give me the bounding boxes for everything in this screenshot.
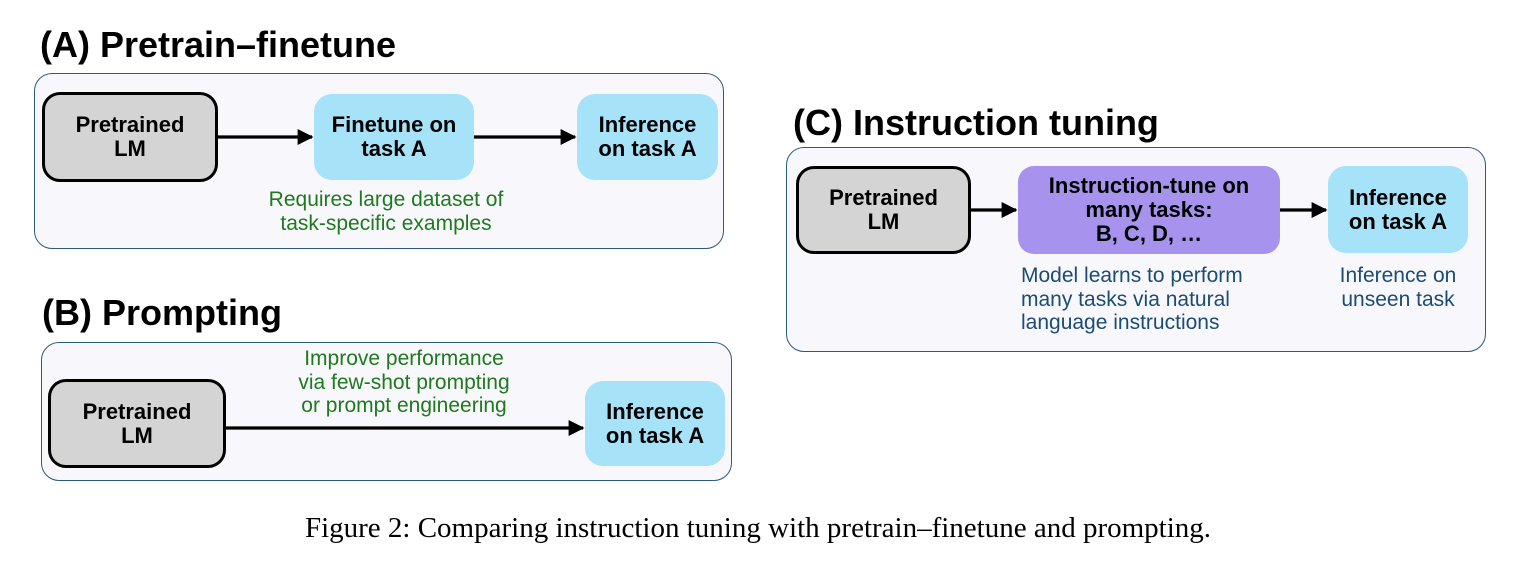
panel-c-note-unseen: Inference on unseen task — [1339, 264, 1457, 311]
panel-c-instruction-tune-box: Instruction-tune on many tasks: B, C, D,… — [1018, 166, 1280, 254]
panel-b-inference-box: Inference on task A — [585, 381, 725, 466]
panel-b-note: Improve performance via few-shot prompti… — [298, 347, 510, 418]
panel-c-note-learns: Model learns to perform many tasks via n… — [1021, 264, 1243, 335]
panel-a-note: Requires large dataset of task-specific … — [268, 188, 504, 235]
panel-c-heading: (C) Instruction tuning — [793, 102, 1159, 143]
panel-a-heading: (A) Pretrain–finetune — [40, 24, 397, 65]
panel-a-inference-box: Inference on task A — [577, 94, 718, 180]
panel-b-heading: (B) Prompting — [42, 292, 282, 333]
panel-c-pretrained-box: Pretrained LM — [796, 166, 971, 254]
panel-c-inference-box: Inference on task A — [1328, 166, 1468, 253]
panel-b-pretrained-box: Pretrained LM — [48, 379, 226, 468]
panel-a-pretrained-box: Pretrained LM — [42, 92, 218, 182]
figure-caption: Figure 2: Comparing instruction tuning w… — [304, 512, 1212, 544]
panel-a-finetune-box: Finetune on task A — [314, 94, 474, 180]
